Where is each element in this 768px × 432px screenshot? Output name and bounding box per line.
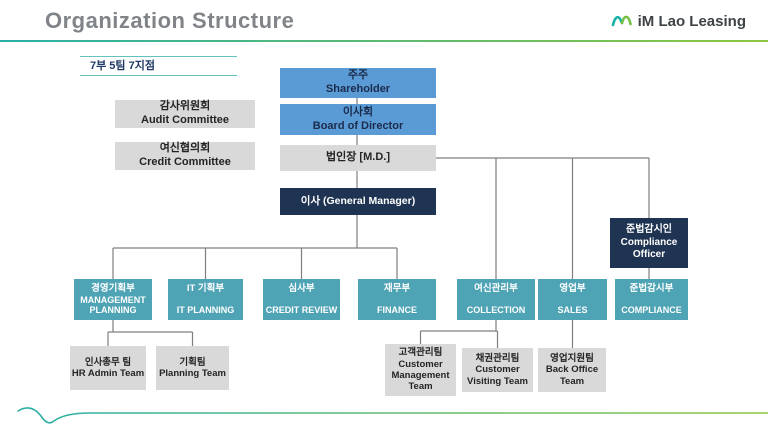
- dept-ko: 재무부: [383, 283, 411, 294]
- node-dept-compliance: 준법감시부 COMPLIANCE: [615, 279, 688, 320]
- node-team-back-office: 영업지원팀 Back Office Team: [538, 348, 606, 392]
- team-ko: 기획팀: [179, 356, 206, 368]
- dept-ko: 준법감시부: [629, 283, 674, 294]
- node-board-en: Board of Director: [312, 119, 404, 132]
- node-credit-committee-ko: 여신협의회: [159, 142, 211, 155]
- node-shareholder-ko: 주주: [347, 69, 369, 82]
- node-compliance-officer-ko: 준법감시인: [626, 224, 672, 236]
- team-ko: 고객관리팀: [398, 347, 443, 359]
- node-compliance-officer-en: Compliance Officer: [620, 236, 678, 261]
- summary-label: 7부 5팀 7지점: [80, 56, 237, 76]
- node-shareholder-en: Shareholder: [325, 83, 391, 95]
- node-dept-sales: 영업부 SALES: [538, 279, 607, 320]
- node-team-hr-admin: 인사총무 팀 HR Admin Team: [70, 346, 146, 390]
- node-credit-committee: 여신협의회 Credit Committee: [115, 142, 255, 170]
- dept-ko: 심사부: [288, 283, 315, 294]
- node-team-planning: 기획팀 Planning Team: [156, 346, 229, 390]
- node-managing-director: 법인장 [M.D.]: [280, 145, 436, 171]
- dept-ko: IT 기획부: [186, 283, 225, 294]
- team-en: Back Office Team: [545, 364, 599, 387]
- node-shareholder: 주주 Shareholder: [280, 68, 436, 98]
- team-en: HR Admin Team: [71, 368, 145, 379]
- team-en: Planning Team: [159, 368, 226, 379]
- team-ko: 영업지원팀: [550, 352, 594, 364]
- team-ko: 인사총무 팀: [84, 356, 132, 368]
- dept-en: MANAGEMENT PLANNING: [80, 294, 146, 316]
- node-dept-credit-review: 심사부 CREDIT REVIEW: [263, 279, 340, 320]
- dept-en: IT PLANNING: [176, 304, 235, 315]
- node-audit-committee-ko: 감사위원회: [159, 100, 211, 113]
- node-board: 이사회 Board of Director: [280, 104, 436, 135]
- page-title: Organization Structure: [45, 8, 295, 33]
- dept-en: COLLECTION: [466, 304, 526, 315]
- node-general-manager: 이사 (General Manager): [280, 188, 436, 215]
- node-credit-committee-en: Credit Committee: [139, 156, 231, 168]
- node-dept-finance: 재무부 FINANCE: [358, 279, 436, 320]
- team-ko: 채권관리팀: [475, 352, 520, 364]
- header-divider: [0, 40, 768, 42]
- brand-swoosh-icon: [17, 407, 768, 424]
- node-audit-committee-en: Audit Committee: [141, 114, 229, 126]
- dept-ko: 영업부: [559, 283, 586, 294]
- team-en: Customer Management Team: [391, 358, 450, 393]
- dept-en: CREDIT REVIEW: [265, 304, 338, 315]
- node-audit-committee: 감사위원회 Audit Committee: [115, 100, 255, 128]
- brand-icon: [611, 10, 633, 33]
- node-managing-director-label: 법인장 [M.D.]: [326, 151, 390, 164]
- node-team-customer-visiting: 채권관리팀 Customer Visiting Team: [462, 348, 533, 392]
- node-board-ko: 이사회: [342, 105, 374, 118]
- node-general-manager-label: 이사 (General Manager): [300, 194, 416, 207]
- dept-ko: 경영기획부: [91, 283, 135, 294]
- node-compliance-officer: 준법감시인 Compliance Officer: [610, 218, 688, 268]
- node-dept-it-planning: IT 기획부 IT PLANNING: [168, 279, 243, 320]
- team-en: Customer Visiting Team: [467, 364, 528, 387]
- dept-en: SALES: [557, 304, 588, 315]
- node-dept-collection: 여신관리부 COLLECTION: [457, 279, 535, 320]
- dept-en: COMPLIANCE: [621, 304, 682, 315]
- brand-logo: iM Lao Leasing: [611, 10, 746, 33]
- dept-ko: 여신관리부: [474, 283, 518, 294]
- brand-name: iM Lao Leasing: [637, 13, 746, 30]
- dept-en: FINANCE: [377, 304, 417, 315]
- node-team-customer-management: 고객관리팀 Customer Management Team: [385, 344, 456, 396]
- node-dept-management-planning: 경영기획부 MANAGEMENT PLANNING: [74, 279, 152, 320]
